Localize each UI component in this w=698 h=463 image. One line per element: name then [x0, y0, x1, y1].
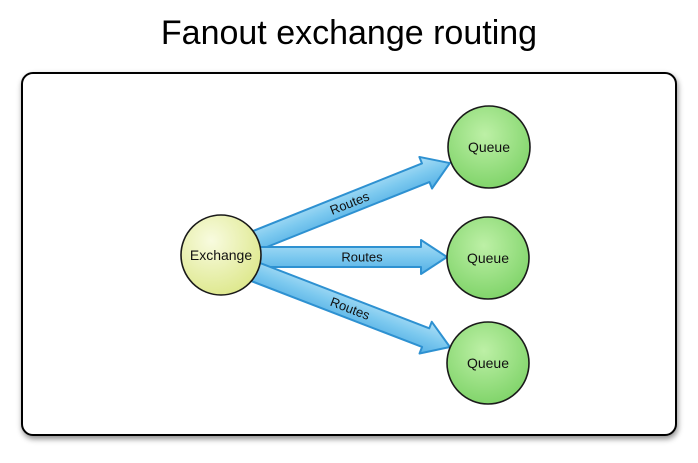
route-arrow-top: Routes	[235, 155, 451, 258]
route-arrow-bottom: Routes	[235, 255, 451, 355]
route-label-middle: Routes	[341, 250, 383, 265]
page-title: Fanout exchange routing	[160, 14, 538, 52]
route-arrow-middle-shape	[249, 239, 448, 275]
queue-node-middle: Queue	[446, 216, 530, 300]
queue-label-middle: Queue	[467, 250, 509, 266]
queue-node-bottom: Queue	[446, 321, 530, 405]
exchange-node: Exchange	[180, 214, 262, 296]
route-arrow-bottom-shape	[235, 255, 451, 355]
exchange-label: Exchange	[190, 247, 252, 263]
route-arrow-top-shape	[235, 155, 451, 258]
queue-node-top: Queue	[447, 105, 531, 189]
queue-circle-bottom	[446, 321, 530, 405]
route-arrow-middle: Routes	[249, 239, 448, 275]
queue-label-top: Queue	[468, 139, 510, 155]
exchange-circle	[180, 214, 262, 296]
queue-circle-middle	[446, 216, 530, 300]
queue-label-bottom: Queue	[467, 355, 509, 371]
queue-circle-top	[447, 105, 531, 189]
